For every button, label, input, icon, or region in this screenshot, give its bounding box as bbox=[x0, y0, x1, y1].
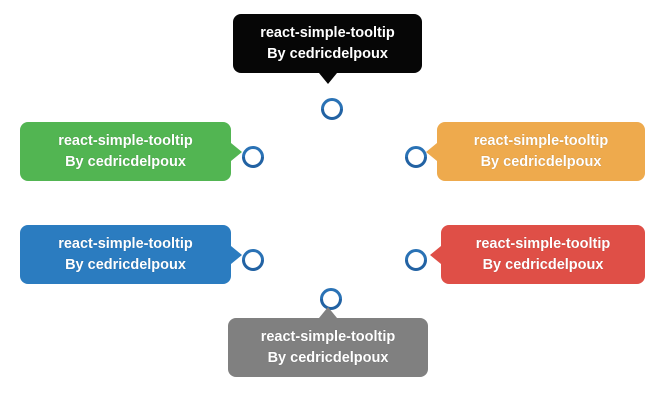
tooltip-title: react-simple-tooltip bbox=[58, 133, 193, 149]
circle-ring-icon-right-orange[interactable] bbox=[405, 146, 427, 168]
tooltip-top-black: react-simple-tooltip By cedricdelpoux bbox=[233, 14, 422, 85]
tooltip-left-green: react-simple-tooltip By cedricdelpoux bbox=[20, 122, 242, 182]
tooltip-arrow-left-icon bbox=[426, 142, 437, 161]
tooltip-title: react-simple-tooltip bbox=[475, 236, 611, 252]
tooltip-arrow-up-icon bbox=[319, 307, 337, 318]
circle-ring-icon-right-red[interactable] bbox=[405, 249, 427, 271]
tooltip-title: react-simple-tooltip bbox=[58, 236, 193, 252]
tooltip-title: react-simple-tooltip bbox=[473, 133, 609, 149]
tooltip-arrow-right-icon bbox=[231, 245, 242, 264]
tooltip-title: react-simple-tooltip bbox=[260, 329, 396, 345]
tooltip-right-orange: react-simple-tooltip By cedricdelpoux bbox=[426, 122, 645, 182]
tooltip-arrow-left-icon bbox=[430, 245, 441, 264]
tooltip-author: By cedricdelpoux bbox=[267, 45, 388, 62]
circle-ring-icon-top[interactable] bbox=[321, 98, 343, 120]
circle-ring-icon-left-green[interactable] bbox=[242, 146, 264, 168]
tooltip-right-red: react-simple-tooltip By cedricdelpoux bbox=[430, 225, 645, 285]
tooltip-left-blue: react-simple-tooltip By cedricdelpoux bbox=[20, 225, 242, 285]
tooltip-author: By cedricdelpoux bbox=[480, 153, 602, 170]
circle-ring-icon-left-blue[interactable] bbox=[242, 249, 264, 271]
tooltip-author: By cedricdelpoux bbox=[482, 256, 604, 273]
tooltip-arrow-down-icon bbox=[318, 73, 337, 85]
tooltip-arrow-right-icon bbox=[231, 142, 242, 161]
tooltip-bottom-gray: react-simple-tooltip By cedricdelpoux bbox=[228, 307, 428, 378]
tooltip-author: By cedricdelpoux bbox=[65, 153, 186, 170]
tooltip-title: react-simple-tooltip bbox=[260, 25, 395, 41]
tooltip-author: By cedricdelpoux bbox=[65, 256, 186, 273]
tooltip-author: By cedricdelpoux bbox=[267, 349, 389, 366]
